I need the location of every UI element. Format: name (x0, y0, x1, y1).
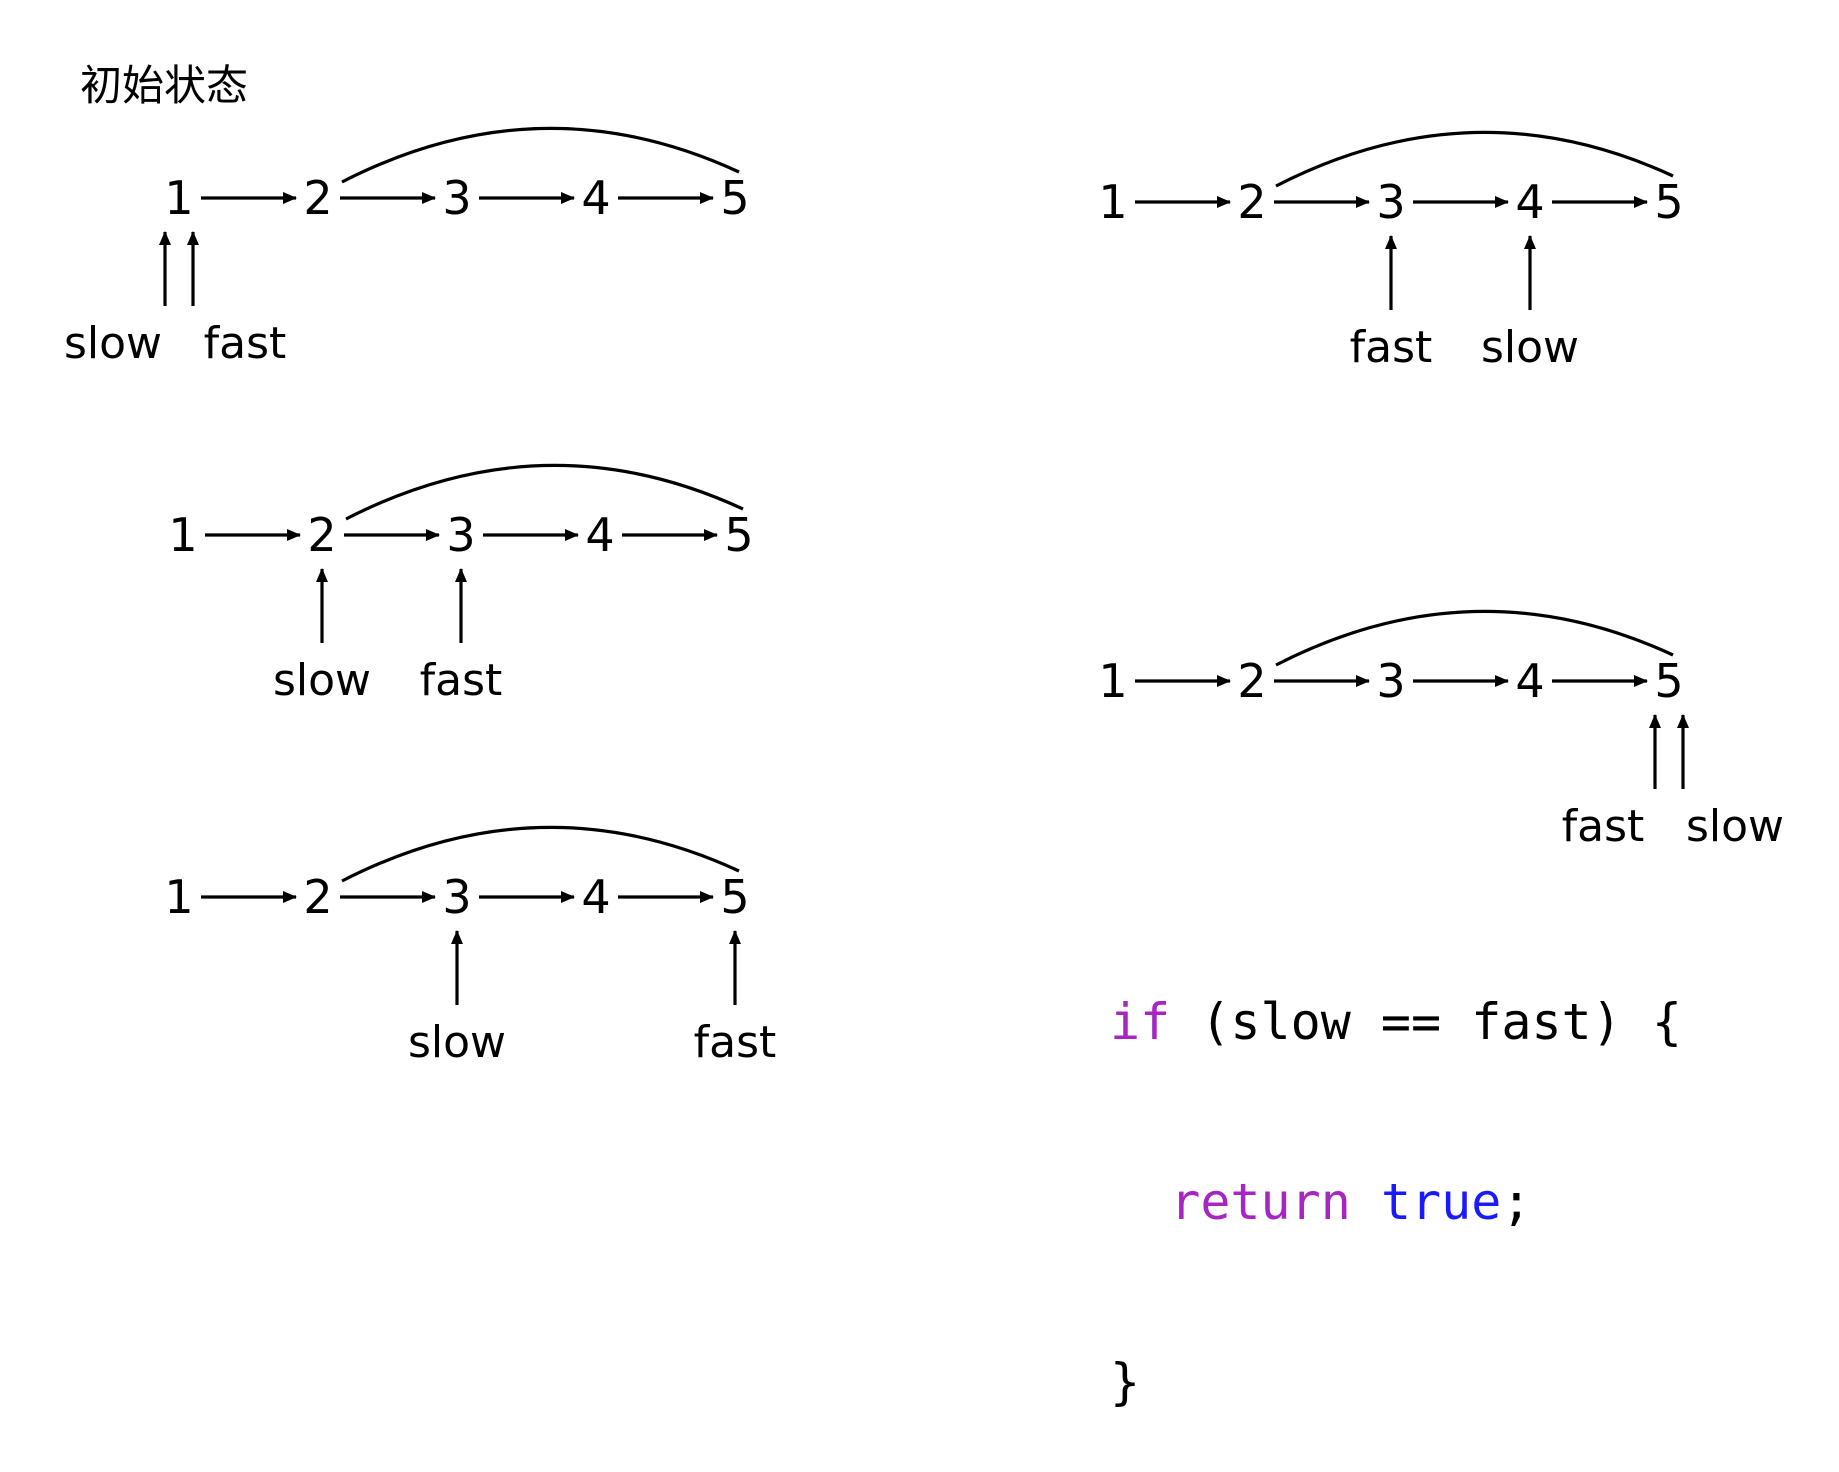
fast-pointer-label: fast (694, 1017, 777, 1068)
list-node-3: 3 (442, 171, 471, 225)
diagram-title: 初始状态 (80, 61, 249, 110)
list-node-3: 3 (1376, 654, 1405, 708)
list-node-5: 5 (724, 508, 753, 562)
list-node-2: 2 (1237, 654, 1266, 708)
list-node-4: 4 (585, 508, 614, 562)
code-line-1: if (slow == fast) { (1110, 992, 1682, 1052)
list-node-4: 4 (1515, 175, 1544, 229)
slow-pointer-label: slow (273, 655, 371, 706)
code-semicolon: ; (1501, 1173, 1532, 1231)
list-node-1: 1 (1098, 175, 1127, 229)
code-indent (1110, 1173, 1170, 1231)
code-line-3: } (1110, 1353, 1141, 1411)
code-condition: (slow == fast) { (1170, 993, 1682, 1051)
code-snippet: if (slow == fast) { return true; } (1110, 872, 1682, 1472)
cycle-arc-5-to-2 (345, 463, 744, 521)
list-node-1: 1 (168, 508, 197, 562)
slow-pointer-label: slow (1481, 322, 1579, 373)
state-step-3: 1 2 3 4 5 slow fast (1098, 130, 1684, 373)
list-node-2: 2 (307, 508, 336, 562)
fast-pointer-label: fast (1562, 801, 1645, 852)
list-node-1: 1 (164, 171, 193, 225)
cycle-arc-5-to-2 (341, 126, 740, 184)
fast-pointer-label: fast (420, 655, 503, 706)
list-node-4: 4 (581, 870, 610, 924)
state-meet: 1 2 3 4 5 slow fast (1098, 609, 1784, 852)
code-keyword-if: if (1110, 993, 1171, 1051)
cycle-arc-5-to-2 (1275, 609, 1674, 667)
code-space (1351, 1173, 1381, 1231)
list-node-4: 4 (581, 171, 610, 225)
fast-pointer-label: fast (1350, 322, 1433, 373)
state-step-2: 1 2 3 4 5 slow fast (164, 825, 777, 1068)
cycle-arc-5-to-2 (341, 825, 740, 883)
code-line-2: return true; (1110, 1172, 1682, 1232)
state-initial: 1 2 3 4 5 slow fast (64, 126, 750, 369)
list-node-5: 5 (720, 870, 749, 924)
list-node-2: 2 (1237, 175, 1266, 229)
list-node-1: 1 (164, 870, 193, 924)
list-node-4: 4 (1515, 654, 1544, 708)
list-node-2: 2 (303, 171, 332, 225)
cycle-arc-5-to-2 (1275, 130, 1674, 188)
list-node-5: 5 (720, 171, 749, 225)
code-literal-true: true (1380, 1173, 1502, 1231)
slow-pointer-label: slow (408, 1017, 506, 1068)
list-node-1: 1 (1098, 654, 1127, 708)
list-node-3: 3 (1376, 175, 1405, 229)
list-node-3: 3 (442, 870, 471, 924)
slow-pointer-label: slow (1686, 801, 1784, 852)
slow-pointer-label: slow (64, 318, 162, 369)
list-node-5: 5 (1654, 175, 1683, 229)
list-node-5: 5 (1654, 654, 1683, 708)
list-node-2: 2 (303, 870, 332, 924)
fast-pointer-label: fast (204, 318, 287, 369)
state-step-1: 1 2 3 4 5 slow fast (168, 463, 754, 706)
list-node-3: 3 (446, 508, 475, 562)
code-keyword-return: return (1170, 1173, 1351, 1231)
